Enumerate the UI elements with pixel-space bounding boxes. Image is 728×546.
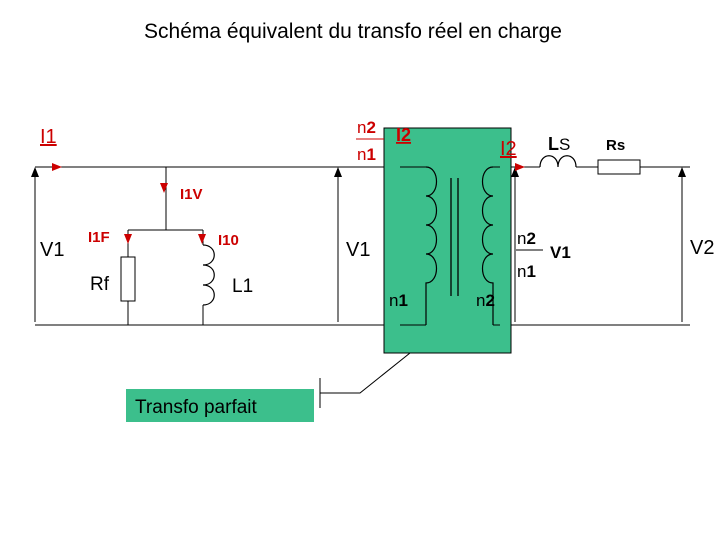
secondary-winding (481, 166, 494, 325)
rf-resistor (120, 256, 136, 302)
v1-right-arrowhead (511, 167, 519, 177)
label-rf: Rf (90, 274, 110, 295)
label-v2: V2 (690, 237, 714, 259)
i1v-arrow (160, 183, 168, 193)
rs-resistor (597, 159, 641, 175)
label-n1-winding: n1 (389, 291, 408, 310)
i10-arrow (198, 234, 206, 244)
v1-mid-arrowhead (334, 167, 342, 177)
label-i2-ratio: I2 (396, 125, 411, 145)
callout-box (126, 389, 314, 422)
v2-arrowhead (678, 167, 686, 177)
label-n2-winding: n2 (476, 291, 495, 310)
ratio-top-denominator: n1 (357, 145, 376, 164)
primary-winding (425, 166, 438, 325)
label-l1: L1 (232, 276, 253, 297)
i1-arrow (52, 163, 62, 171)
label-i2: I2 (500, 138, 517, 160)
ratio-right-denominator: n1 (517, 262, 536, 281)
diagram-title: Schéma équivalent du transfo réel en cha… (144, 20, 562, 43)
label-v1-left: V1 (40, 239, 64, 261)
l1-inductor (202, 244, 215, 306)
label-v1-mid: V1 (346, 239, 370, 261)
label-ls: LS (548, 134, 570, 154)
label-i1v: I1V (180, 186, 203, 203)
i2-arrow (515, 163, 525, 171)
i1f-arrow (124, 234, 132, 244)
label-i1f: I1F (88, 229, 110, 246)
label-rs: Rs (606, 137, 625, 154)
ratio-right-numerator: n2 (517, 229, 536, 248)
ratio-top-numerator: n2 (357, 118, 376, 137)
callout-text: Transfo parfait (135, 397, 258, 418)
label-i10: I10 (218, 232, 239, 249)
label-i1: I1 (40, 126, 57, 148)
v1-left-arrowhead (31, 167, 39, 177)
ideal-transformer (383, 127, 512, 354)
label-v1-right: V1 (550, 243, 571, 262)
ls-inductor (539, 155, 577, 168)
callout-leader (320, 352, 411, 394)
